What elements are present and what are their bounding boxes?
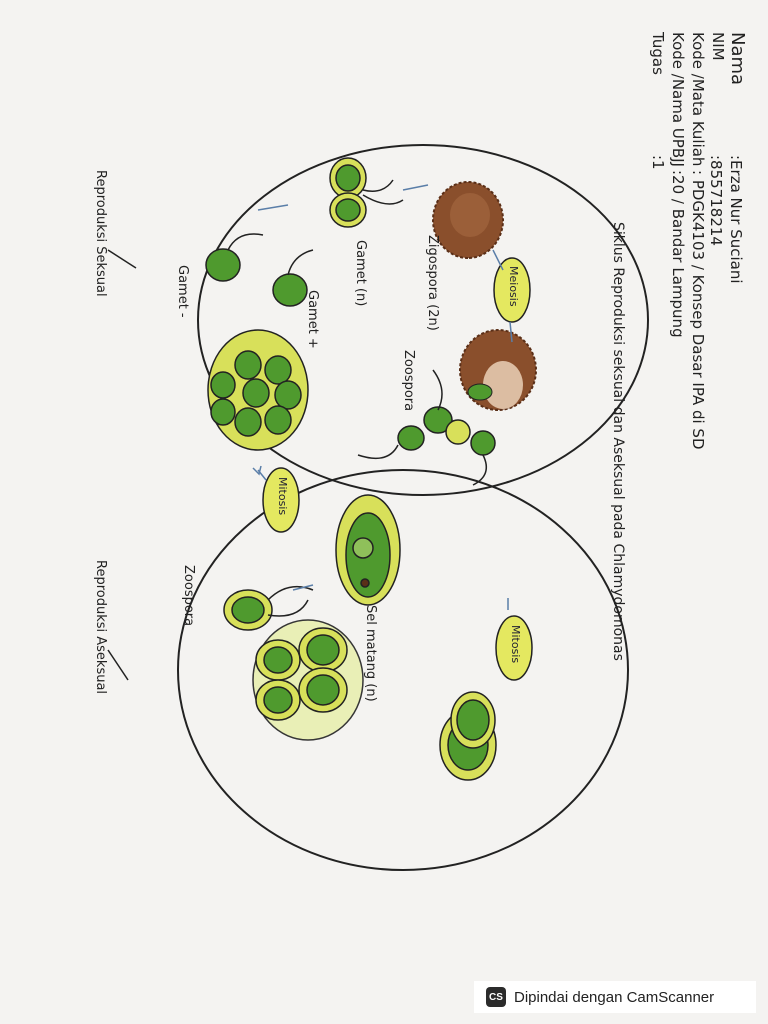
sexual-cycle-circle: [197, 144, 649, 496]
zygospore-cell: [432, 181, 504, 259]
header-kode-upbjj-value: :20 / Bandar Lampung: [669, 170, 687, 338]
meiosis-pill: [493, 257, 531, 323]
mitosis-right-pill-label: Mitosis: [509, 625, 522, 664]
header-kode-mk-label: Kode /Mata Kuliah: [689, 32, 707, 167]
label-zigospora: Zigospora (2n): [425, 235, 440, 331]
camscanner-logo-icon: CS: [486, 987, 506, 1007]
label-zoospora-bottom: Zoospora: [181, 565, 196, 627]
label-gamet-n: Gamet (n): [353, 240, 368, 307]
header-kode-mk-value: : PDGK4103 / Konsep Dasar IPA di SD: [689, 170, 707, 450]
gametangium-cluster: [207, 329, 309, 451]
camscanner-text: Dipindai dengan CamScanner: [514, 988, 715, 1006]
header-nim-value: :855718214: [707, 155, 725, 246]
mitosis-daughter-cells: [439, 691, 497, 781]
gamete-cells: [205, 233, 314, 307]
meiosis-pill-label: Meiosis: [507, 266, 520, 307]
header-nim-label: NIM: [709, 32, 727, 61]
label-reproduksi-seksual: Reproduksi Seksual: [93, 170, 108, 297]
asexual-cycle-circle: [177, 469, 629, 871]
asexual-label-pointer: [107, 649, 129, 681]
label-reproduksi-aseksual: Reproduksi Aseksual: [93, 560, 108, 695]
label-gamet-minus: Gamet -: [175, 265, 190, 318]
mitosis-pill-right: [495, 615, 533, 681]
header-tugas-value: :1: [649, 155, 667, 170]
mitosis-left-pill-label: Mitosis: [276, 477, 289, 516]
header-nama-label: Nama: [727, 32, 748, 86]
cycle-arrows: [252, 184, 513, 610]
label-zoospora-top: Zoospora: [401, 350, 416, 412]
camscanner-watermark: CS Dipindai dengan CamScanner: [474, 981, 756, 1013]
sexual-label-pointer: [107, 249, 137, 269]
label-gamet-plus: Gamet +: [305, 290, 320, 349]
mitosis-pill-left: [262, 467, 300, 533]
mature-cell-center: [335, 494, 401, 606]
fusing-gametes: [329, 157, 404, 228]
zoospore-group-bottom: [223, 585, 314, 631]
dividing-mature-cell: [252, 619, 364, 741]
germinating-zygospore: [459, 329, 537, 411]
diagram-title: Siklus Reproduksi seksual dan Aseksual p…: [610, 222, 626, 661]
header-kode-upbjj-label: Kode /Nama UPBJJ: [669, 32, 687, 167]
label-sel-matang: Sel matang (n): [363, 605, 378, 702]
header-tugas-label: Tugas: [649, 32, 667, 75]
zoospore-group-top: [357, 369, 496, 486]
header-nama-value: :Erza Nur Suciani: [727, 155, 745, 284]
